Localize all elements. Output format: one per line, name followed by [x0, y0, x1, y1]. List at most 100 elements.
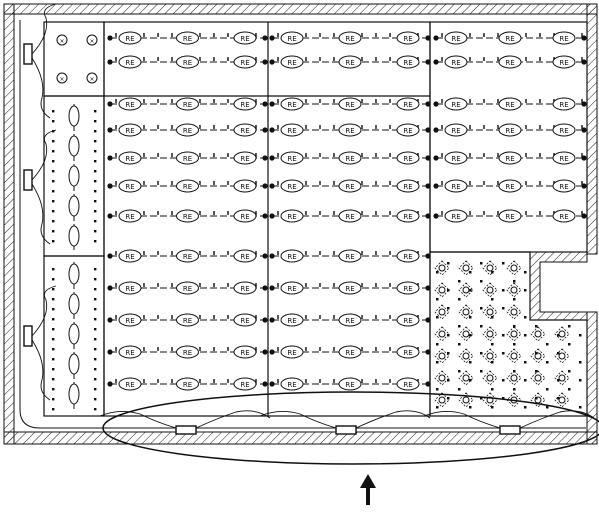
fixture-label: RE: [559, 35, 568, 43]
fixture-symbol: [338, 209, 362, 223]
diamond-mark: [568, 325, 571, 328]
fixture-label: RE: [240, 155, 249, 163]
fixture-label: RE: [345, 253, 354, 261]
fixture-label: RE: [345, 59, 354, 67]
fixture-symbol: [233, 179, 257, 193]
grid-mark: [94, 210, 97, 213]
fixture-symbol: [338, 313, 362, 327]
diamond-fixture: [482, 326, 498, 342]
panel-fixture-mark: ×: [59, 38, 64, 45]
diamond-mark: [524, 316, 527, 319]
junction-dot: [425, 35, 431, 41]
diamond-fixture: [482, 260, 498, 276]
fixture-label: RE: [125, 59, 134, 67]
diamond-mark: [491, 271, 494, 274]
fixture-symbol: [118, 31, 142, 45]
fixture-symbol: [280, 123, 304, 137]
diamond-mark: [502, 307, 505, 310]
diamond-mark: [458, 298, 461, 301]
grid-mark: [94, 160, 97, 163]
fixture-label: RE: [183, 285, 192, 293]
grid-mark: [94, 140, 97, 143]
diamond-center: [558, 374, 566, 382]
fixture-label: RE: [287, 349, 296, 357]
diamond-fixture: [530, 348, 546, 364]
diamond-mark: [546, 343, 549, 346]
fixture-label: RE: [559, 155, 568, 163]
diamond-mark: [502, 352, 505, 355]
diamond-center: [558, 396, 566, 404]
fixture-label: RE: [240, 285, 249, 293]
junction-dot: [269, 285, 275, 291]
fixture-symbol: [233, 31, 257, 45]
diamond-fixture: [530, 326, 546, 342]
diamond-center: [462, 264, 470, 272]
grid-mark: [94, 230, 97, 233]
junction-dot: [262, 101, 268, 107]
wall-box: [499, 425, 521, 435]
diamond-mark: [513, 280, 516, 283]
main-grid-area: [103, 21, 431, 417]
fixture-symbol: [552, 209, 576, 223]
diamond-mark: [447, 334, 450, 337]
diamond-mark: [447, 379, 450, 382]
diamond-fixture: [458, 304, 474, 320]
wire: [519, 410, 595, 429]
junction-dot: [269, 213, 275, 219]
fixture-label: RE: [451, 127, 460, 135]
diamond-fixture: [434, 260, 450, 276]
diamond-mark: [447, 307, 450, 310]
diamond-mark: [535, 370, 538, 373]
diamond-center: [534, 374, 542, 382]
diamond-mark: [513, 298, 516, 301]
fixture-label: RE: [183, 183, 192, 191]
grid-mark: [94, 408, 97, 411]
diamond-mark: [480, 280, 483, 283]
fixture-symbol: [396, 345, 420, 359]
fixture-label: RE: [183, 35, 192, 43]
fixture-label: RE: [125, 213, 134, 221]
junction-dot: [425, 101, 431, 107]
diamond-mark: [513, 388, 516, 391]
junction-dot: [425, 317, 431, 323]
fixture-label: RE: [287, 101, 296, 109]
fixture-symbol: [498, 55, 522, 69]
fixture-label: RE: [125, 127, 134, 135]
fixture-symbol: [233, 249, 257, 263]
grid-mark: [94, 318, 97, 321]
fixture-symbol: [396, 209, 420, 223]
fixture-symbol: [233, 377, 257, 391]
fixture-label: RE: [505, 155, 514, 163]
diamond-mark: [524, 406, 527, 409]
fixture-label: RE: [125, 285, 134, 293]
junction-dot: [262, 213, 268, 219]
junction-dot: [433, 101, 439, 107]
fixture-symbol-vertical: [68, 263, 80, 285]
fixture-symbol: [176, 179, 199, 193]
junction-dot: [433, 155, 439, 161]
fixture-label: RE: [345, 35, 354, 43]
diamond-mark: [447, 289, 450, 292]
fixture-symbol: [176, 97, 199, 111]
fixture-label: RE: [287, 213, 296, 221]
fixture-label: RE: [345, 155, 354, 163]
junction-dot: [425, 349, 431, 355]
diamond-mark: [502, 289, 505, 292]
diamond-fixture: [506, 260, 522, 276]
fixture-symbol: [118, 179, 142, 193]
fixture-label: RE: [240, 101, 249, 109]
fixture-label: RE: [451, 35, 460, 43]
diamond-center: [486, 374, 494, 382]
left-column-fixtures: ××××: [52, 34, 98, 411]
fixture-symbol-vertical: [68, 383, 80, 405]
fixture-label: RE: [287, 127, 296, 135]
grid-mark: [94, 378, 97, 381]
junction-dot: [107, 317, 113, 323]
diamond-mark: [491, 298, 494, 301]
fixture-label: RE: [403, 285, 412, 293]
fixture-label: RE: [240, 253, 249, 261]
fixture-label: RE: [345, 101, 354, 109]
fixture-label: RE: [559, 183, 568, 191]
fixture-label: RE: [403, 155, 412, 163]
junction-dot: [269, 59, 275, 65]
